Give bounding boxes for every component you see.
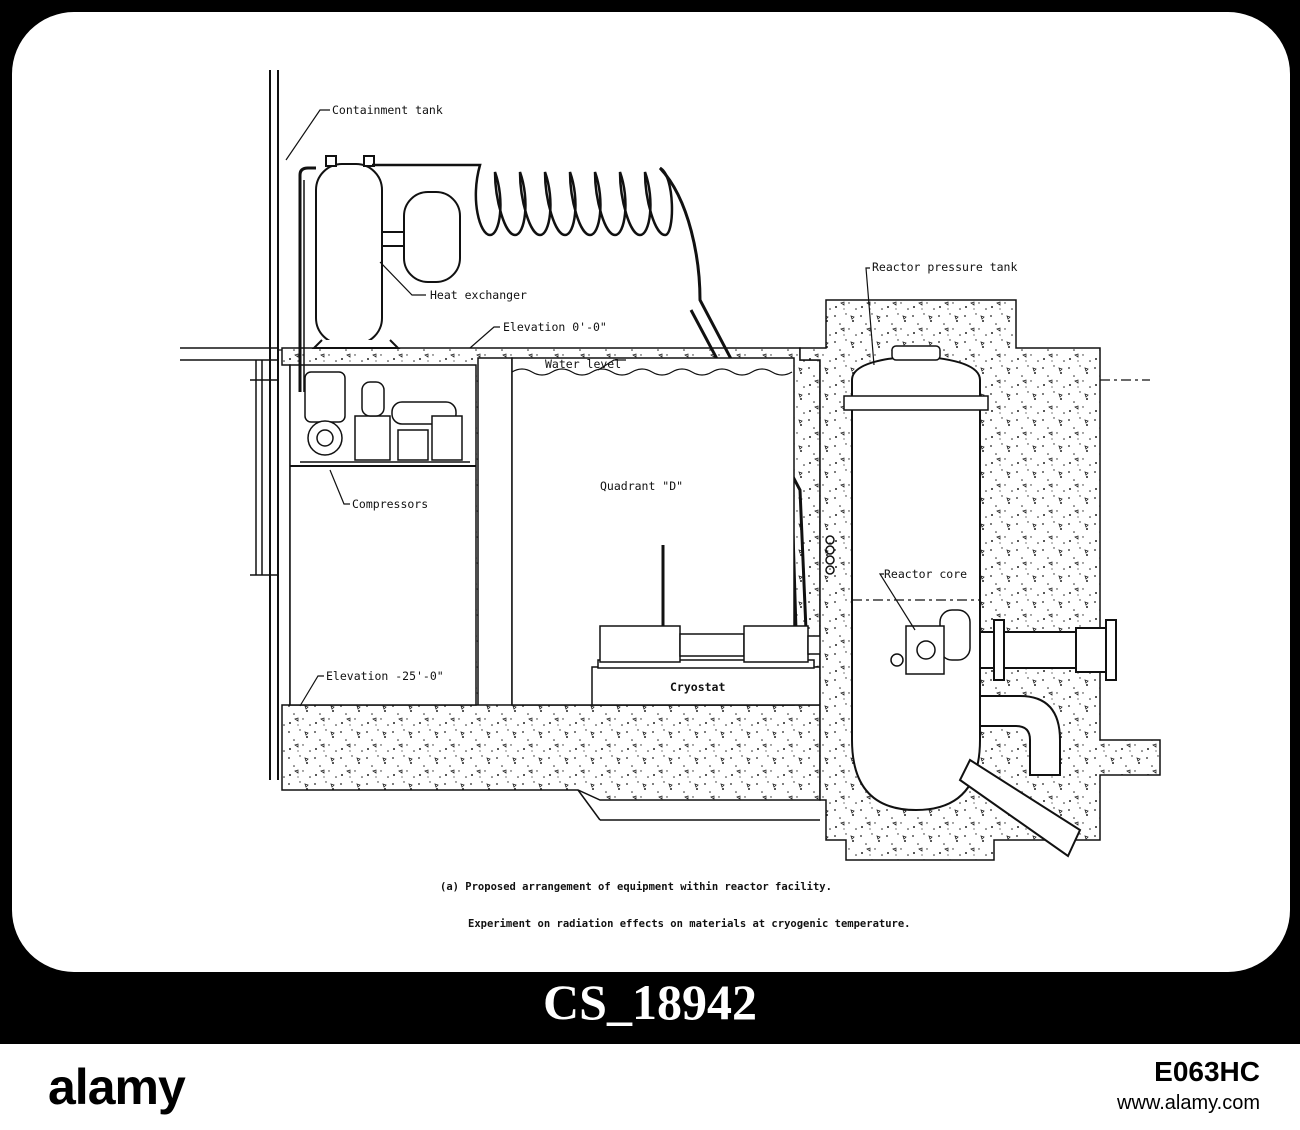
coil-turns xyxy=(825,535,835,575)
reactor-core xyxy=(890,625,945,675)
beam-tube xyxy=(958,619,1117,858)
image-id-block: E063HC www.alamy.com xyxy=(1117,1056,1260,1115)
label-reactor-pressure-tank: Reactor pressure tank xyxy=(872,260,1017,274)
heat-exchanger-unit xyxy=(311,155,461,349)
cryostat-assembly xyxy=(591,545,896,706)
site-url: www.alamy.com xyxy=(1117,1092,1260,1114)
catalog-number: CS_18942 xyxy=(543,974,757,1030)
label-compressors: Compressors xyxy=(352,497,428,511)
label-elevation-top: Elevation 0'-0" xyxy=(503,320,607,334)
containment-tank-wall xyxy=(180,70,279,780)
caption-line-1: (a) Proposed arrangement of equipment wi… xyxy=(440,881,832,893)
compressors-machinery xyxy=(300,371,470,463)
reactor-facility-diagram: Containment tank Heat exchanger Elevatio… xyxy=(180,70,1161,930)
label-quadrant: Quadrant "D" xyxy=(600,479,683,493)
compressor-pipe xyxy=(298,166,316,392)
leader-lines xyxy=(285,109,916,707)
alamy-logo: alamy xyxy=(48,1059,186,1115)
helical-coil xyxy=(372,163,674,237)
label-cryostat: Cryostat xyxy=(670,680,725,694)
label-elevation-bottom: Elevation -25'-0" xyxy=(326,669,444,683)
watermark-footer xyxy=(0,1044,1300,1130)
image-id: E063HC xyxy=(1154,1056,1260,1087)
water-surface xyxy=(511,368,793,376)
caption-line-2: Experiment on radiation effects on mater… xyxy=(468,918,911,930)
reactor-pressure-tank xyxy=(851,354,981,812)
label-water-level: Water level xyxy=(545,357,621,371)
label-reactor-core: Reactor core xyxy=(884,567,967,581)
label-heat-exchanger: Heat exchanger xyxy=(430,288,527,302)
label-containment-tank: Containment tank xyxy=(332,103,443,117)
